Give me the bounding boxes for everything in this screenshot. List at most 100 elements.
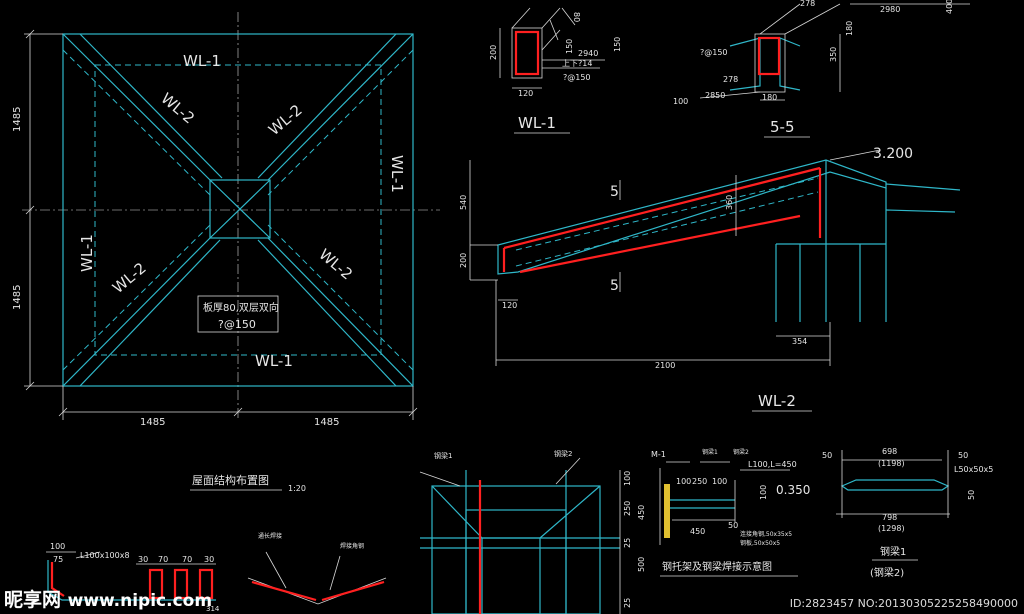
wl2-title: WL-2 bbox=[758, 392, 796, 410]
wl1-d80: 80 bbox=[572, 12, 581, 22]
sbeam-d1298: (1298) bbox=[878, 524, 905, 533]
roof-plan: WL-1 WL-1 WL-1 WL-1 WL-2 WL-2 WL-2 WL-2 … bbox=[12, 12, 440, 493]
bracket-elev: 0.350 bbox=[776, 483, 810, 497]
s55-d2850: 2850 bbox=[705, 91, 725, 100]
sbeam-d698: 698 bbox=[882, 447, 897, 456]
plan-wl2-nw: WL-2 bbox=[157, 89, 198, 127]
s55-d350: 350 bbox=[829, 47, 838, 62]
steel-d250: 250 bbox=[623, 501, 632, 516]
wl2-d360: 360 bbox=[725, 195, 734, 210]
bracket-title: 钢托架及钢梁焊接示意图 bbox=[662, 560, 772, 573]
plan-title: 屋面结构布置图 bbox=[192, 473, 269, 487]
bracket-d100a: 100 bbox=[676, 477, 691, 486]
steel-detail: 钢梁1 钢梁2 100 250 450 25 500 25 bbox=[419, 449, 646, 614]
s55-d2980: 2980 bbox=[880, 5, 900, 14]
wl2-cut-top: 5 bbox=[610, 184, 619, 200]
bracket-m1: M-1 bbox=[651, 450, 666, 459]
s55-d180b: 180 bbox=[762, 93, 777, 102]
plan-wl2-se: WL-2 bbox=[315, 245, 356, 283]
wl1-section: 200 120 150 150 80 2940 上下?14 ?@150 WL-1 bbox=[489, 7, 622, 134]
gutter-angle: L100x100x8 bbox=[80, 551, 130, 560]
steel-d500: 500 bbox=[637, 557, 646, 572]
sbeam-angle: L50x50x5 bbox=[954, 465, 993, 474]
steel-d100: 100 bbox=[623, 471, 632, 486]
gutter-detail: 100 75 L100x100x8 30 70 70 30 314 通长焊接 焊… bbox=[46, 532, 387, 613]
gutter-d30b: 30 bbox=[204, 555, 214, 564]
bracket-note2: 钢板,50x50x5 bbox=[740, 539, 780, 547]
plan-dim-bottom-left: 1485 bbox=[140, 417, 165, 428]
gutter-d75: 75 bbox=[53, 555, 63, 564]
plan-slab-rebar: ?@150 bbox=[218, 318, 256, 331]
sbeam-d798: 798 bbox=[882, 513, 897, 522]
watermark-id: ID:2823457 NO:20130305225258490000 bbox=[789, 597, 1018, 610]
s55-title: 5-5 bbox=[770, 118, 795, 136]
wl1-d2940: 2940 bbox=[578, 49, 598, 58]
sbeam-title2: (钢梁2) bbox=[870, 566, 904, 579]
wl2-d354: 354 bbox=[792, 337, 807, 346]
gutter-d30: 30 bbox=[138, 555, 148, 564]
s55-d278a: 278 bbox=[800, 0, 815, 8]
bracket-note1: 连接角钢,50x35x5 bbox=[740, 530, 792, 538]
sbeam-d1198: (1198) bbox=[878, 459, 905, 468]
wl1-title: WL-1 bbox=[518, 114, 556, 132]
steel-d25a: 25 bbox=[623, 538, 632, 548]
gutter-d70a: 70 bbox=[158, 555, 168, 564]
plan-dim-bottom-right: 1485 bbox=[314, 417, 339, 428]
plan-scale: 1:20 bbox=[288, 484, 306, 493]
wl2-elevation: 3.200 540 200 360 120 354 2100 5 5 WL-2 bbox=[459, 146, 961, 412]
steel-label1: 钢梁1 bbox=[434, 451, 452, 460]
bracket-d50: 50 bbox=[728, 521, 738, 530]
wl1-stirrup: ?@150 bbox=[563, 73, 591, 82]
wl1-d150b: 150 bbox=[613, 37, 622, 52]
wl2-d540: 540 bbox=[459, 195, 468, 210]
s55-d400: 400 bbox=[945, 0, 954, 14]
wl1-rebar: 上下?14 bbox=[562, 59, 592, 68]
s55-stirrup: ?@150 bbox=[700, 48, 728, 57]
steel-beam: 698 (1198) 50 50 L50x50x5 798 (1298) 50 … bbox=[822, 447, 993, 579]
bracket-d100c: 100 bbox=[759, 485, 768, 500]
bracket-angle: L100,L=450 bbox=[748, 460, 797, 469]
plan-slab-note: 板厚80,双层双向 bbox=[203, 301, 279, 314]
plan-wl1-bottom: WL-1 bbox=[255, 352, 293, 370]
watermark-brand: 昵享网 www.nipic.com bbox=[4, 585, 212, 612]
steel-label2: 钢梁2 bbox=[554, 449, 572, 458]
wl2-elev: 3.200 bbox=[873, 146, 913, 162]
s55-d180a: 180 bbox=[845, 21, 854, 36]
sbeam-title1: 钢梁1 bbox=[880, 545, 906, 558]
bracket-d250: 250 bbox=[692, 477, 707, 486]
plan-wl1-top: WL-1 bbox=[183, 52, 221, 70]
gutter-note-b: 焊接角钢 bbox=[340, 542, 364, 550]
s55-d100: 100 bbox=[673, 97, 688, 106]
wl1-d120: 120 bbox=[518, 89, 533, 98]
plan-wl2-sw: WL-2 bbox=[109, 259, 150, 297]
gutter-d100: 100 bbox=[50, 542, 65, 551]
plan-wl1-left: WL-1 bbox=[78, 234, 96, 272]
gutter-d70b: 70 bbox=[182, 555, 192, 564]
bracket-d450: 450 bbox=[690, 527, 705, 536]
wl2-d2100: 2100 bbox=[655, 361, 675, 370]
bracket-detail: M-1 钢梁1 钢梁2 L100,L=450 100 250 100 100 0… bbox=[651, 448, 810, 577]
sbeam-d50a: 50 bbox=[822, 451, 832, 460]
plan-wl1-right: WL-1 bbox=[388, 155, 406, 193]
bracket-g2: 钢梁2 bbox=[733, 448, 749, 456]
wl2-d200: 200 bbox=[459, 253, 468, 268]
bracket-d100b: 100 bbox=[712, 477, 727, 486]
watermark-url: www.nipic.com bbox=[67, 591, 213, 611]
s55-d278b: 278 bbox=[723, 75, 738, 84]
gutter-d314: 314 bbox=[206, 605, 220, 613]
wl1-d150a: 150 bbox=[565, 39, 574, 54]
plan-dim-left-upper: 1485 bbox=[12, 107, 23, 132]
watermark-logo-text: 昵享网 bbox=[4, 589, 62, 611]
wl2-cut-bottom: 5 bbox=[610, 278, 619, 294]
plan-wl2-ne: WL-2 bbox=[265, 101, 306, 139]
steel-d25b: 25 bbox=[623, 598, 632, 608]
sbeam-d50c: 50 bbox=[967, 490, 976, 500]
gutter-note-a: 通长焊接 bbox=[258, 532, 282, 540]
bracket-g1: 钢梁1 bbox=[702, 448, 718, 456]
steel-d450: 450 bbox=[637, 505, 646, 520]
section-5-5: 278 2980 400 180 ?@150 350 278 2850 100 … bbox=[673, 0, 970, 138]
wl2-d120: 120 bbox=[502, 301, 517, 310]
wl1-d200: 200 bbox=[489, 45, 498, 60]
sbeam-d50b: 50 bbox=[958, 451, 968, 460]
